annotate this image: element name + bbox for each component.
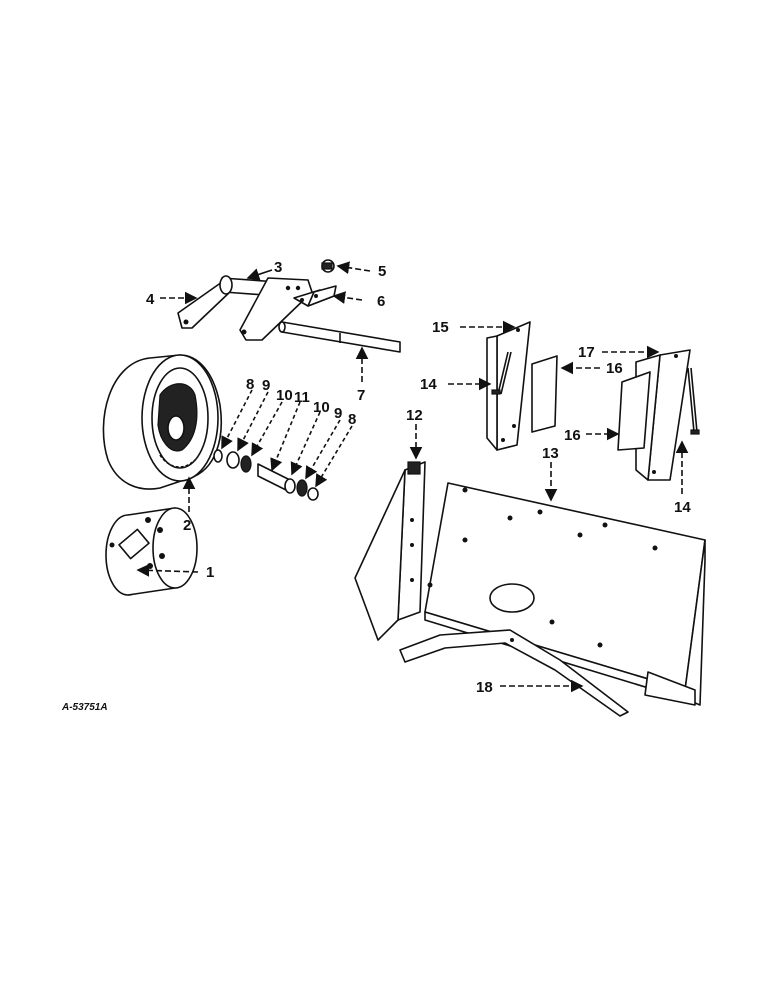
callout-7: 7: [357, 387, 365, 404]
callout-16-lower: 16: [564, 427, 581, 444]
callout-14-right: 14: [674, 499, 691, 516]
callout-3: 3: [274, 259, 282, 276]
lower-bracket-part: [399, 629, 629, 717]
arm-right: [239, 277, 313, 341]
callout-5: 5: [378, 263, 386, 280]
callout-10-right: 10: [313, 399, 330, 416]
drawing-code: A-53751A: [61, 702, 108, 713]
rod-part-right: [687, 367, 700, 435]
callout-18: 18: [476, 679, 493, 696]
callout-16-upper: 16: [606, 360, 623, 377]
callout-8-left: 8: [246, 376, 254, 393]
upright-bracket-part: [354, 461, 426, 641]
callout-17: 17: [578, 344, 595, 361]
wheel-hub-center: [167, 415, 185, 441]
callout-1: 1: [206, 564, 214, 581]
callout-10-left: 10: [276, 387, 293, 404]
arm-left: [177, 281, 233, 329]
callout-labels: 1 2 3 4 5 6 7 8 9 10 11 10 9 8 12 13 14 …: [61, 259, 691, 713]
callout-12: 12: [406, 407, 423, 424]
strip-part-upper: [531, 355, 558, 433]
bolt-part: [321, 259, 335, 273]
hub-flange-front: [152, 507, 198, 589]
plate-part: [293, 285, 337, 307]
wheel-part: [102, 354, 222, 490]
callout-8-right: 8: [348, 411, 356, 428]
rod-part-left: [491, 351, 512, 395]
callout-13: 13: [542, 445, 559, 462]
base-plate-opening: [489, 583, 535, 613]
hub-center-hole: [118, 528, 150, 560]
base-plate-lip: [644, 671, 696, 706]
callout-2: 2: [183, 517, 191, 534]
callout-14-left: 14: [420, 376, 437, 393]
callout-11: 11: [294, 389, 310, 406]
callout-15: 15: [432, 319, 449, 336]
callout-9-right: 9: [334, 405, 342, 422]
shaft-part: [278, 321, 401, 353]
callout-9-left: 9: [262, 377, 270, 394]
callout-6: 6: [377, 293, 385, 310]
strip-part-lower: [617, 371, 651, 451]
leader-lines: [136, 261, 689, 693]
left-channel-part: [486, 321, 531, 451]
bearing-stack-part: [213, 449, 319, 501]
callout-4: 4: [146, 291, 155, 308]
arm-assembly-part: [177, 275, 313, 341]
